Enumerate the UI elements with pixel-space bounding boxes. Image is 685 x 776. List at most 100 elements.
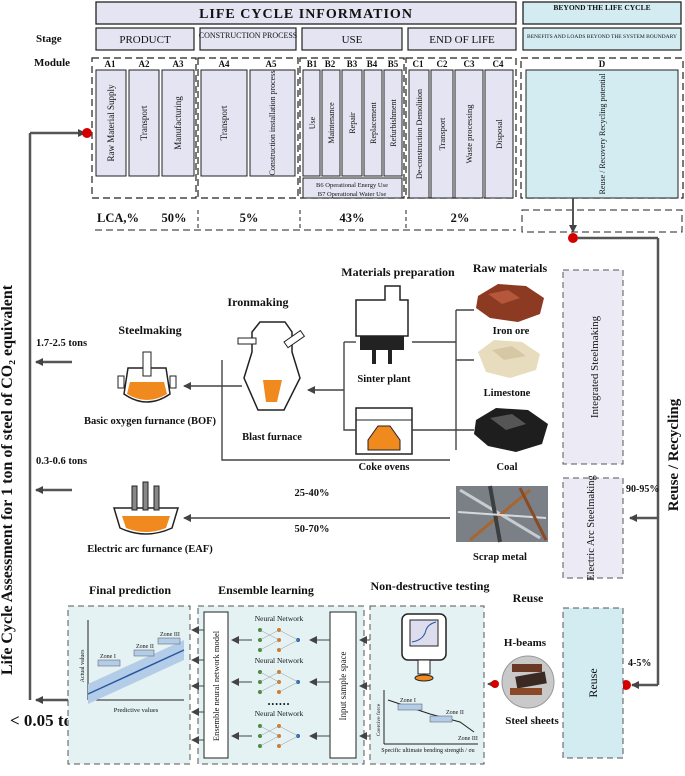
module-a1-box xyxy=(95,69,127,177)
ndt-zone2: Zone II xyxy=(446,710,464,716)
integrated-box xyxy=(562,269,624,465)
module-c4-box xyxy=(484,69,514,199)
bof-icon xyxy=(117,351,177,403)
lca-construction: 5% xyxy=(240,211,259,225)
module-c1-box xyxy=(408,69,430,199)
lca-beyond-cell xyxy=(521,209,683,233)
nn-label-3: Neural Network xyxy=(255,709,304,718)
module-c3-label: Waste processing xyxy=(464,104,474,164)
ensemble-title: Ensemble learning xyxy=(218,583,314,597)
lca-product: 50% xyxy=(162,211,187,225)
red-dot-a1 xyxy=(82,128,92,138)
ndt-title: Non-destructive testing xyxy=(371,579,490,593)
module-code-a2: A2 xyxy=(139,59,150,69)
fp-predictive-label: Predictive values xyxy=(114,707,159,714)
nn-label-2: Neural Network xyxy=(255,656,304,665)
scrap-share: 50-70% xyxy=(295,524,330,535)
steelmaking-title: Steelmaking xyxy=(118,323,181,337)
nn-icon-1 xyxy=(258,628,300,652)
limestone-image xyxy=(478,340,540,378)
module-code-a3: A3 xyxy=(173,59,184,69)
input-space-label: Input sample space xyxy=(338,652,348,721)
module-code-a5: A5 xyxy=(266,59,277,69)
fp-zone3: Zone III xyxy=(160,632,180,638)
module-b3-label: Repair xyxy=(348,112,357,134)
fp-zone1: Zone I xyxy=(100,654,116,660)
ndt-device-icon xyxy=(401,613,447,682)
module-b2-label: Maintenance xyxy=(327,102,336,144)
module-a2-label: Transport xyxy=(139,105,149,140)
red-dot-ndt xyxy=(491,680,499,688)
nn-icon-3 xyxy=(258,724,300,748)
stage-label: Stage xyxy=(36,33,62,45)
b6-label: B6 Operational Energy Use xyxy=(316,182,388,189)
module-c1-label: De-construction Demolition xyxy=(415,89,424,179)
module-c4-label: Disposal xyxy=(494,118,504,148)
module-c3-box xyxy=(454,69,484,199)
module-code-a1: A1 xyxy=(105,59,116,69)
module-a5-box xyxy=(249,69,296,177)
eaf-icon xyxy=(112,481,180,535)
module-a4-label: Transport xyxy=(219,105,229,140)
sinter-plant-label: Sinter plant xyxy=(357,374,411,385)
module-b5-label: Refurbishment xyxy=(389,98,398,146)
module-a3-box xyxy=(161,69,195,177)
module-d-box xyxy=(525,69,679,199)
module-d-label: Reuse / Recovery Recycling potential xyxy=(598,73,607,195)
sinter-plant-icon xyxy=(355,285,409,364)
module-code-b3: B3 xyxy=(347,59,358,69)
right-axis-label: Reuse / Recycling xyxy=(666,398,682,511)
use-container xyxy=(299,57,405,199)
blast-furnace-label: Blast furnace xyxy=(242,432,302,443)
ndt-zone3: Zone III xyxy=(458,736,478,742)
eaf-label: Electric arc furnance (EAF) xyxy=(87,544,213,555)
ironmaking-title: Ironmaking xyxy=(227,295,288,309)
beyond-title: BEYOND THE LIFE CYCLE xyxy=(553,3,650,12)
ndt-plot xyxy=(383,690,478,745)
process-flow-lines xyxy=(183,309,474,522)
beyond-title-box xyxy=(522,1,682,25)
module-c2-label: Transport xyxy=(437,117,447,150)
stage-construction-box xyxy=(199,27,297,51)
limestone-label: Limestone xyxy=(484,388,531,399)
beyond-subtitle: BENEFITS AND LOADS BEYOND THE SYSTEM BOU… xyxy=(527,34,677,40)
prediction-plot xyxy=(87,620,185,704)
fp-actual-label: Actual values xyxy=(80,649,86,682)
red-dot-d xyxy=(568,233,578,243)
lca-use: 43% xyxy=(340,211,365,225)
bof-tons: 1.7-2.5 tons xyxy=(36,338,87,349)
nn-label-1: Neural Network xyxy=(255,614,304,623)
iron-ore-image xyxy=(476,284,544,322)
module-code-c4: C4 xyxy=(493,59,504,69)
eol-container xyxy=(405,57,517,199)
beyond-container xyxy=(520,57,684,199)
input-space-box xyxy=(329,611,357,759)
module-b4-label: Replacement xyxy=(369,101,378,144)
reuse-title: Reuse xyxy=(513,591,544,605)
ensemble-model-label: Ensemble neural network model xyxy=(211,630,221,741)
ndt-coercive-label: Coercive force xyxy=(375,703,382,736)
bf-share: 25-40% xyxy=(295,488,330,499)
scrap-metal-label: Scrap metal xyxy=(473,552,527,563)
iron-ore-label: Iron ore xyxy=(493,326,530,337)
h-beams-label: H-beams xyxy=(504,637,547,649)
module-b3-box xyxy=(341,69,363,177)
lca-label: LCA,% xyxy=(97,211,139,225)
coal-label: Coal xyxy=(497,462,518,473)
module-code-c2: C2 xyxy=(437,59,448,69)
stage-use: USE xyxy=(342,34,363,46)
stage-product-box xyxy=(95,27,195,51)
stage-product: PRODUCT xyxy=(119,34,171,46)
stage-use-box xyxy=(301,27,403,51)
ensemble-arrows xyxy=(191,626,370,744)
beyond-subtitle-box xyxy=(522,27,682,51)
module-code-b5: B5 xyxy=(388,59,399,69)
module-code-d: D xyxy=(599,59,606,69)
module-b5-box xyxy=(383,69,403,177)
product-container xyxy=(91,57,197,199)
module-label: Module xyxy=(34,57,70,69)
h-beam-image xyxy=(501,655,555,709)
coal-image xyxy=(474,408,548,452)
module-a1-label: Raw Material Supply xyxy=(106,84,116,161)
